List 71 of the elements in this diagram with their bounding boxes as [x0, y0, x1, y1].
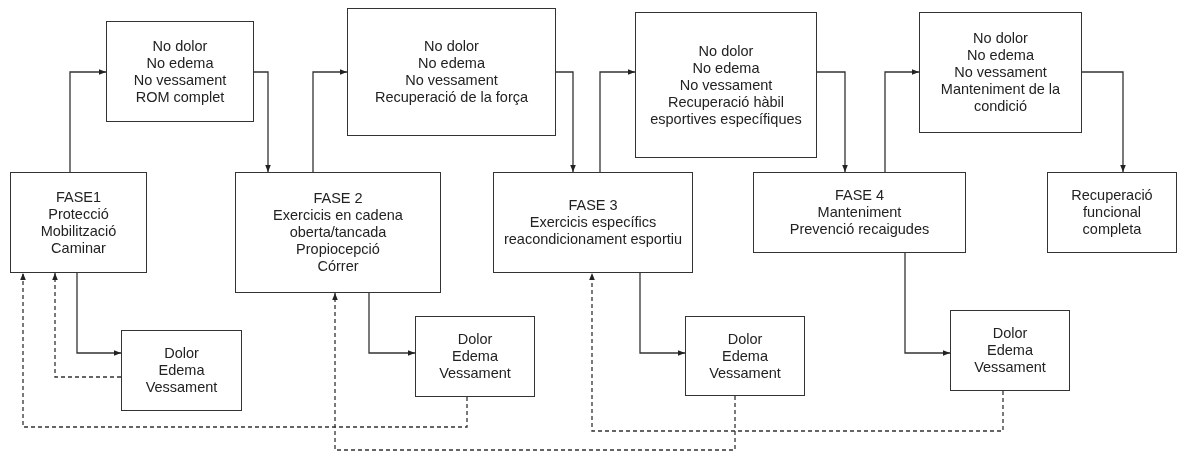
- box-text: No vessament: [679, 76, 773, 94]
- box-text: Dolor: [164, 345, 199, 362]
- box-text: Recuperació funcional completa: [1070, 187, 1154, 238]
- arrow: [312, 69, 348, 173]
- process-box: [753, 172, 966, 253]
- arrow: [639, 272, 686, 356]
- box-text: Mobilització: [40, 222, 117, 240]
- process-box: [950, 310, 1070, 391]
- box-text: No dolor: [424, 38, 479, 55]
- process-box: [685, 316, 805, 396]
- box-text: Exercicis en cadena oberta/tancada: [272, 207, 404, 241]
- box-text: Manteniment: [817, 204, 902, 221]
- box-text: Recuperació de la força: [374, 89, 529, 106]
- process-box: [415, 316, 535, 397]
- box-text: No vessament: [954, 64, 1047, 81]
- box-text: No edema: [692, 59, 760, 77]
- box-text: FASE 2: [313, 190, 363, 207]
- box-text: Propiocepció: [296, 241, 380, 258]
- box-text: FASE 3: [568, 197, 618, 214]
- arrow: [253, 71, 271, 173]
- box-text: No vessament: [405, 72, 498, 89]
- box-text: No edema: [146, 54, 214, 72]
- box-text: Prevenció recaigudes: [789, 221, 930, 238]
- box-text: FASE1: [55, 188, 102, 206]
- box-text: Exercicis específics reacondicionament esportiu: [502, 214, 684, 248]
- box-text: Edema: [158, 362, 205, 379]
- box-text: Dolor: [992, 325, 1028, 342]
- process-box: [347, 8, 556, 136]
- arrow: [52, 272, 122, 378]
- arrow: [76, 272, 122, 356]
- arrow: [69, 69, 107, 173]
- process-box: [1047, 172, 1177, 253]
- arrow: [589, 272, 1004, 432]
- box-text: Vessament: [439, 365, 511, 382]
- arrow: [904, 252, 951, 356]
- box-text: Dolor: [457, 331, 493, 348]
- box-text: No edema: [418, 55, 485, 72]
- process-box: [493, 172, 693, 273]
- process-box: [106, 21, 254, 122]
- process-box: [635, 12, 817, 158]
- process-box: [919, 12, 1082, 133]
- box-text: ROM complet: [135, 88, 225, 106]
- box-text: No edema: [967, 47, 1034, 64]
- box-text: Manteniment de la condició: [939, 81, 1062, 115]
- box-text: Dolor: [727, 330, 763, 348]
- arrow: [1081, 71, 1126, 173]
- process-box: [121, 330, 242, 411]
- box-text: Edema: [452, 348, 498, 365]
- arrow: [20, 272, 468, 428]
- box-text: No dolor: [698, 42, 754, 60]
- arrow: [555, 71, 576, 173]
- box-text: Caminar: [51, 239, 106, 257]
- box-text: Protecció: [48, 205, 109, 223]
- box-text: Edema: [722, 347, 768, 365]
- box-text: Vessament: [709, 364, 781, 382]
- box-text: Córrer: [317, 258, 359, 275]
- arrow: [599, 69, 636, 173]
- box-text: Vessament: [974, 359, 1046, 376]
- box-text: No vessament: [133, 71, 227, 89]
- box-text: FASE 4: [834, 187, 885, 204]
- box-text: No dolor: [152, 37, 208, 55]
- process-box: [10, 172, 147, 273]
- box-text: No dolor: [973, 30, 1028, 47]
- process-box: [235, 172, 441, 293]
- arrow: [332, 292, 736, 451]
- box-text: Recuperació hàbil esportives específiques: [649, 93, 803, 128]
- arrow: [816, 71, 848, 173]
- box-text: Edema: [987, 342, 1033, 359]
- arrow: [368, 292, 416, 356]
- arrow: [884, 69, 920, 173]
- box-text: Vessament: [145, 379, 218, 396]
